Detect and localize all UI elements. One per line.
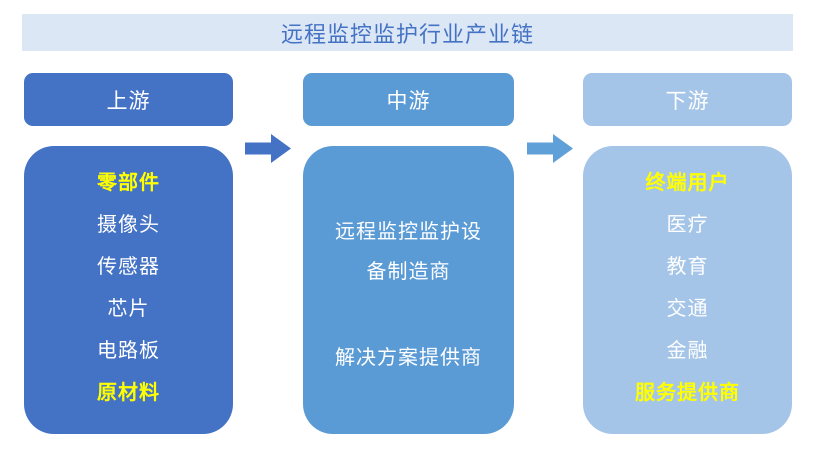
list-item: 远程监控监护设 bbox=[335, 221, 482, 243]
list-item: 传感器 bbox=[97, 256, 160, 278]
list-item: 教育 bbox=[666, 256, 709, 278]
upstream-header: 上游 bbox=[24, 73, 233, 126]
list-item: 摄像头 bbox=[97, 214, 160, 236]
list-item: 电路板 bbox=[97, 340, 160, 362]
upstream-column: 上游 零部件 摄像头 传感器 芯片 电路板 原材料 bbox=[24, 73, 233, 434]
list-item-category: 零部件 bbox=[97, 172, 160, 194]
list-item: 交通 bbox=[666, 298, 709, 320]
arrow-right-icon bbox=[245, 134, 291, 163]
list-item: 金融 bbox=[666, 340, 709, 362]
list-item-category: 服务提供商 bbox=[635, 382, 740, 404]
downstream-column: 下游 终端用户 医疗 教育 交通 金融 服务提供商 bbox=[583, 73, 792, 434]
list-item-category: 终端用户 bbox=[645, 172, 730, 194]
downstream-box: 终端用户 医疗 教育 交通 金融 服务提供商 bbox=[583, 146, 792, 434]
list-item: 医疗 bbox=[666, 214, 709, 236]
upstream-box: 零部件 摄像头 传感器 芯片 电路板 原材料 bbox=[24, 146, 233, 434]
midstream-column: 中游 远程监控监护设 备制造商 解决方案提供商 bbox=[303, 73, 514, 434]
diagram-title: 远程监控监护行业产业链 bbox=[22, 14, 793, 51]
midstream-header: 中游 bbox=[303, 73, 514, 126]
downstream-header: 下游 bbox=[583, 73, 792, 126]
list-item: 芯片 bbox=[107, 298, 150, 320]
list-item-category: 原材料 bbox=[97, 382, 160, 404]
midstream-box: 远程监控监护设 备制造商 解决方案提供商 bbox=[303, 146, 514, 434]
list-item: 备制造商 bbox=[366, 261, 451, 283]
list-item: 解决方案提供商 bbox=[335, 347, 482, 369]
arrow-right-icon bbox=[527, 134, 573, 163]
